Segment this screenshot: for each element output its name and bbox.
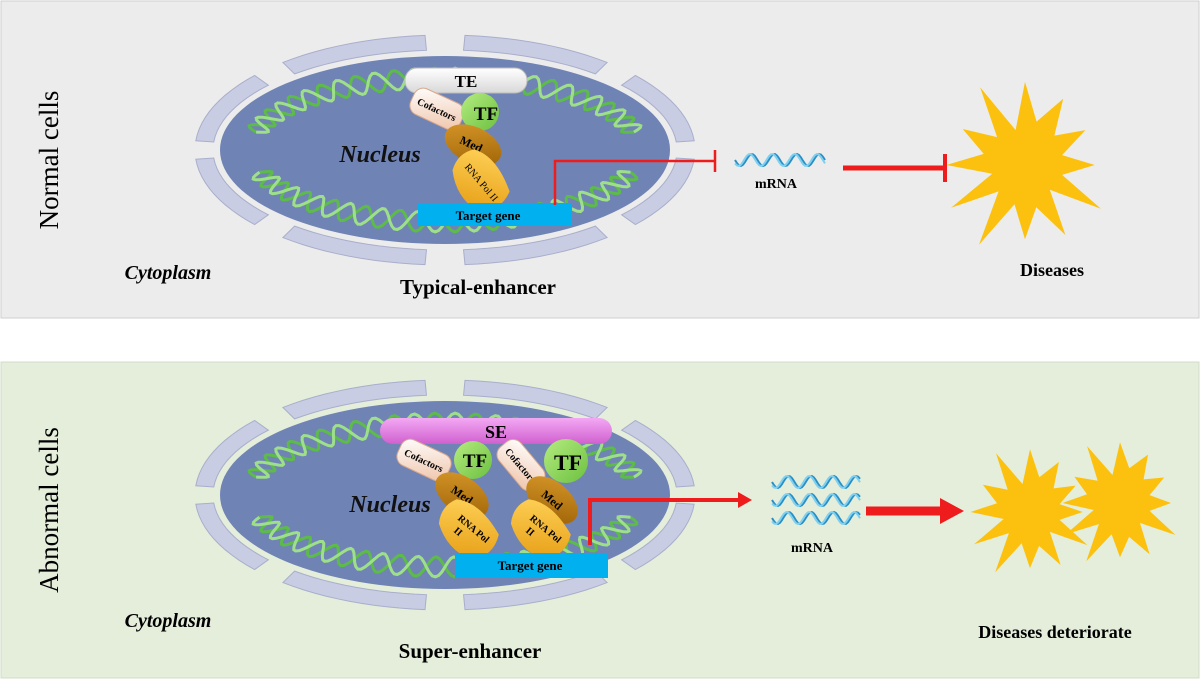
mrna-wave (771, 492, 861, 508)
cytoplasm-label: Cytoplasm (125, 262, 212, 284)
rna-polymerase-ii: RNA Pol II (452, 149, 510, 212)
mrna-wave (771, 510, 861, 526)
membrane-segment (620, 74, 695, 143)
mrna-wave (771, 474, 861, 490)
membrane-segment (282, 34, 428, 75)
transcription-factor (454, 441, 492, 479)
transcription-line (588, 498, 740, 545)
disease-burst (1062, 442, 1176, 562)
membrane-segment (282, 570, 428, 611)
outcome-label: Diseases deteriorate (978, 622, 1131, 642)
side-label: Abnormal cells (34, 427, 64, 593)
cytoplasm-label: Cytoplasm (125, 610, 212, 632)
rna-polymerase-ii: RNA Pol II (510, 499, 571, 560)
outcome-label: Diseases (1020, 260, 1084, 280)
super-enhancer-block (380, 418, 612, 444)
caption: Super-enhancer (399, 639, 542, 663)
nucleus-label: Nucleus (348, 492, 430, 518)
membrane-segment (620, 419, 695, 488)
disease-burst (970, 449, 1088, 573)
membrane-segment (195, 502, 270, 571)
dna-helix (251, 514, 631, 579)
nucleus (220, 56, 670, 244)
arrowhead (940, 498, 964, 524)
side-label: Normal cells (34, 91, 64, 230)
target-gene (455, 553, 608, 578)
tf-label: TF (474, 104, 498, 125)
abnormal-cells-panel: Abnormal cells Nucleus Cytoplasm SE Cofa… (0, 361, 1200, 679)
mrna-label: mRNA (755, 177, 798, 192)
transcription-line (553, 159, 714, 205)
membrane-segment (620, 157, 695, 226)
target-gene (418, 203, 572, 226)
complex-1: Cofactors TF Med RNA Pol II (396, 438, 499, 560)
enhancer-label: TE (455, 72, 478, 91)
nucleus-label: Nucleus (338, 142, 420, 168)
enhancer-label: SE (485, 422, 507, 442)
target-gene-label: Target gene (498, 558, 563, 573)
tf-label: TF (463, 451, 487, 472)
normal-cells-panel: Normal cells Nucleus Cytoplasm TE Cofact… (0, 0, 1200, 319)
complex-2: Cofactors TF Med RNA Pol II (496, 438, 588, 560)
typical-enhancer-block (404, 67, 528, 94)
disease-burst (946, 81, 1101, 245)
mrna-wave (734, 152, 826, 168)
target-gene-label: Target gene (456, 208, 521, 223)
membrane-segment (282, 225, 428, 266)
transcription-factor (544, 439, 588, 483)
mediator: Med (444, 124, 502, 166)
caption: Typical-enhancer (400, 275, 556, 299)
membrane-segment (282, 379, 428, 420)
membrane-segment (195, 74, 270, 143)
arrowhead (738, 492, 752, 508)
mrna-label: mRNA (791, 541, 834, 556)
rna-polymerase-ii: RNA Pol II (438, 499, 499, 560)
membrane-segment (620, 502, 695, 571)
membrane-segment (462, 34, 608, 75)
membrane-segment (462, 225, 608, 266)
membrane-segment (462, 570, 608, 611)
transcription-factor (461, 93, 499, 131)
membrane-segment (195, 157, 270, 226)
membrane-segment (195, 419, 270, 488)
mrna-strand (734, 152, 826, 168)
mrna-strands (771, 474, 861, 526)
tf-label: TF (554, 450, 582, 475)
